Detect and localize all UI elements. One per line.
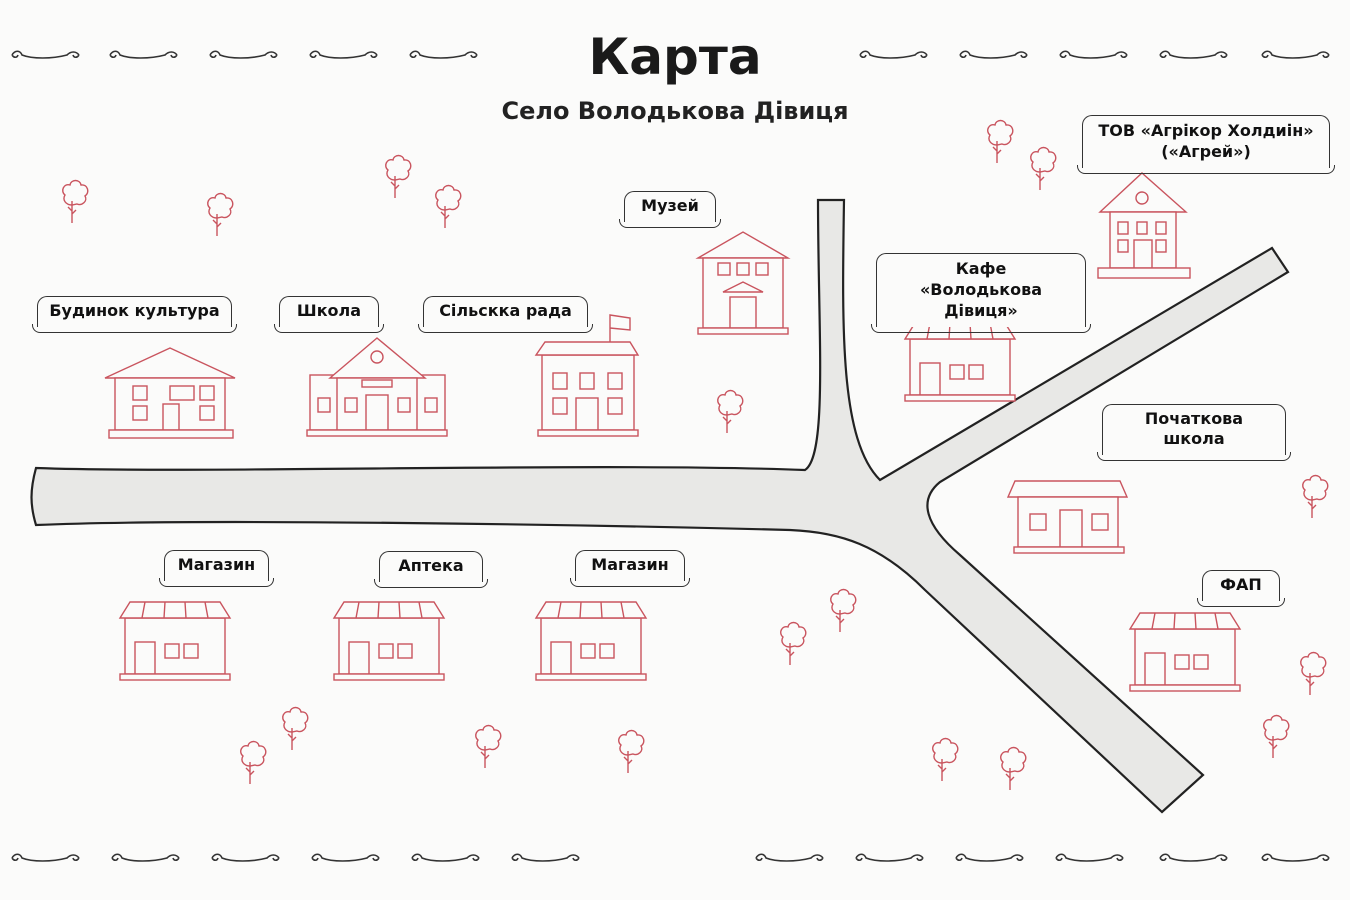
label-text: Музей [641,196,699,215]
map-subtitle: Село Володькова Дівиця [501,97,849,125]
label-pharmacy[interactable]: Аптека [374,551,488,588]
label-shop-2[interactable]: Магазин [570,550,690,587]
map-title: Карта [588,28,762,86]
label-fap[interactable]: ФАП [1197,570,1285,607]
cafe-building[interactable] [904,322,1016,402]
school-building[interactable] [306,337,448,437]
museum-building[interactable] [695,231,791,335]
label-museum[interactable]: Музей [619,191,721,228]
label-text: Будинок культура [49,301,220,320]
label-agro-company[interactable]: ТОВ «Агрікор Холдиін» («Агрей») [1077,115,1335,174]
label-primary-school[interactable]: Початкова школа [1097,404,1291,461]
label-text: Початкова школа [1144,409,1244,448]
culture-house-building[interactable] [104,347,236,439]
fap-building[interactable] [1129,612,1241,692]
village-council-building[interactable] [534,314,640,437]
label-text: Школа [296,301,362,320]
agro-company-building[interactable] [1097,172,1191,279]
label-text: («Агрей») [1161,142,1251,161]
label-text: ФАП [1220,575,1262,594]
label-text: «Володькова Дівиця» [919,280,1043,320]
label-text: ТОВ «Агрікор Холдиін» [1098,121,1314,140]
label-text: Аптека [398,556,464,575]
label-text: Магазин [591,555,669,574]
bottom-ornaments [11,853,1330,862]
label-school[interactable]: Школа [274,296,384,333]
shop-2-building[interactable] [535,601,647,681]
label-text: Кафе [955,259,1007,278]
label-shop-1[interactable]: Магазин [159,550,274,587]
label-culture-house[interactable]: Будинок культура [32,296,237,333]
label-text: Сільскка рада [439,301,572,320]
label-cafe[interactable]: Кафе «Володькова Дівиця» [871,253,1091,333]
pharmacy-building[interactable] [333,601,445,681]
label-village-council[interactable]: Сільскка рада [418,296,593,333]
road-network [30,198,1290,814]
primary-school-building[interactable] [1006,480,1129,554]
label-text: Магазин [177,555,256,574]
shop-1-building[interactable] [119,601,231,681]
